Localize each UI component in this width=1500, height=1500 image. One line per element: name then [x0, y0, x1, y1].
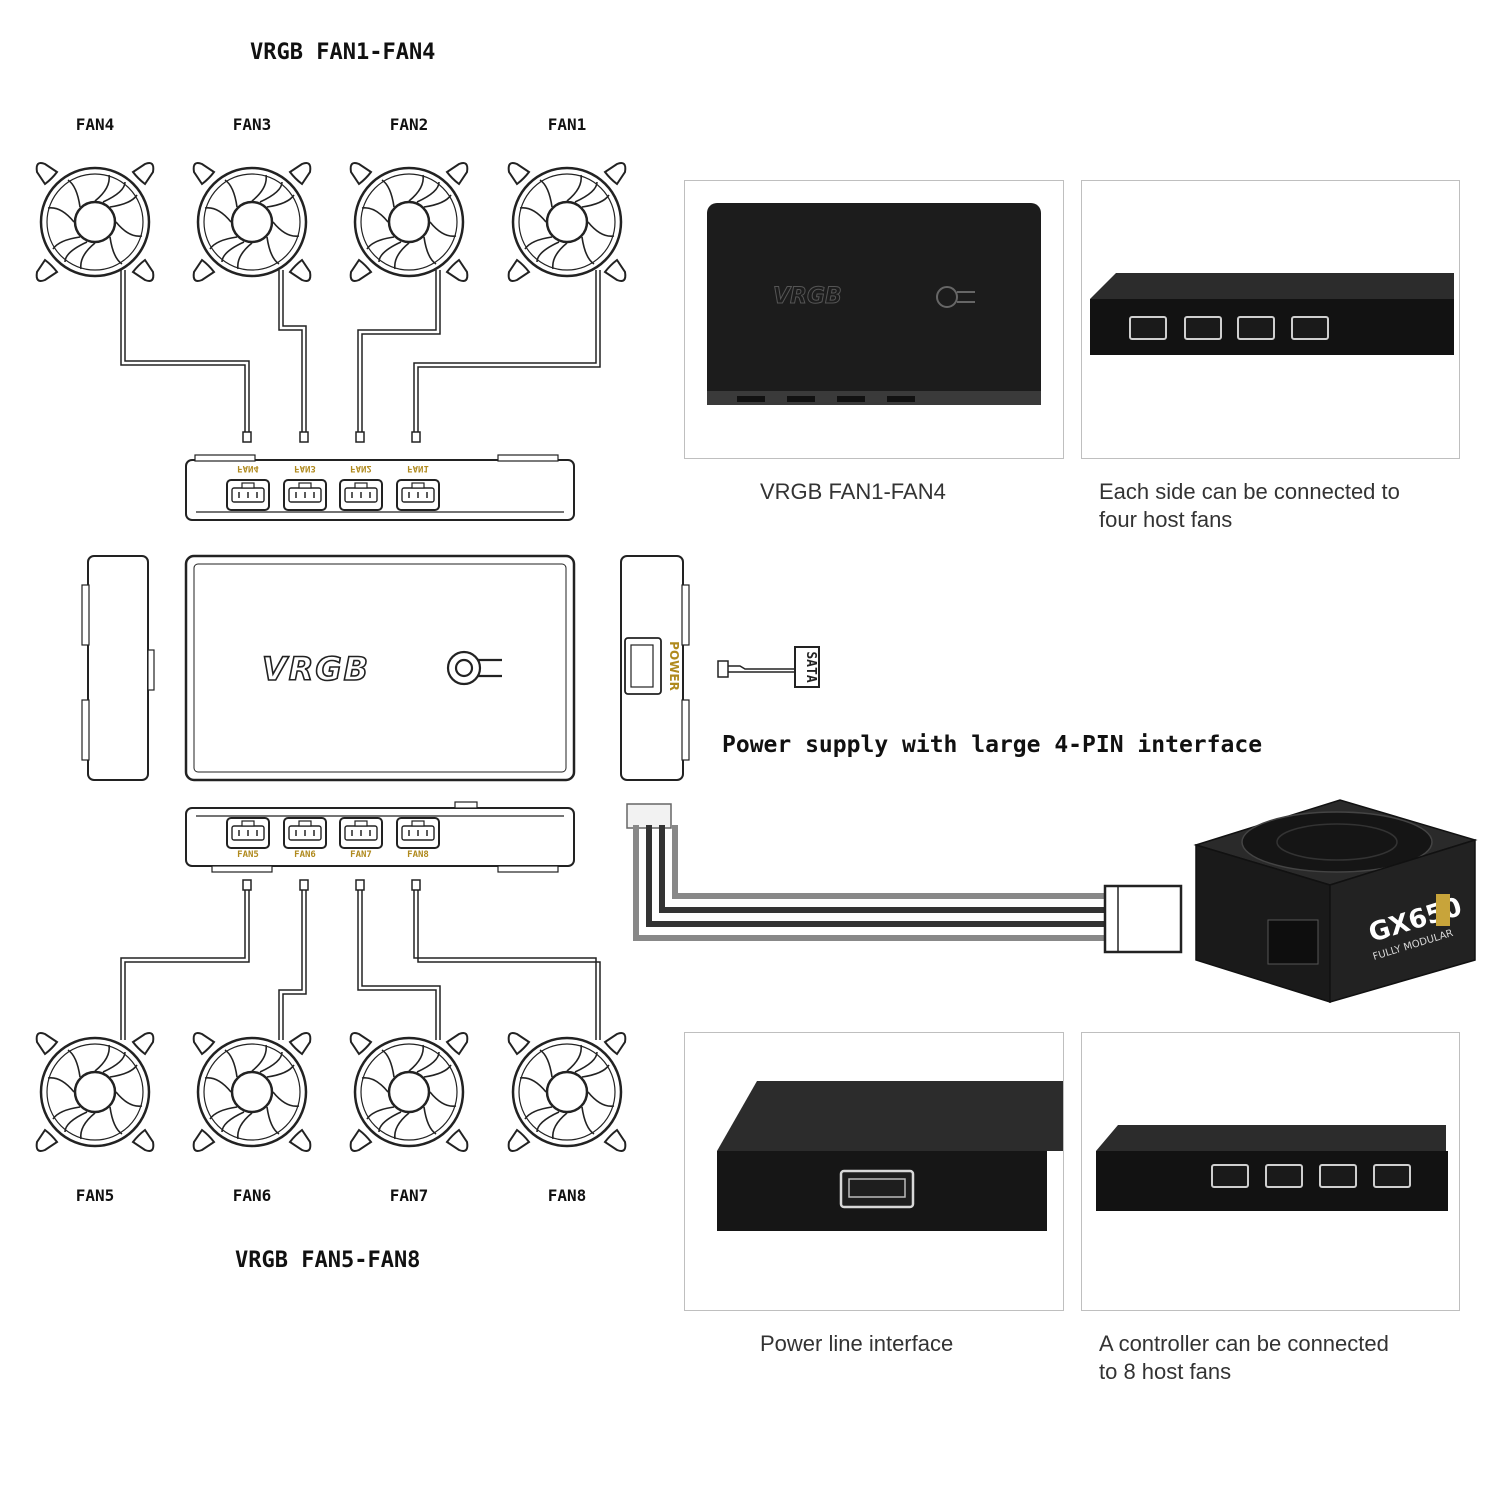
fan4-illustration — [35, 161, 155, 283]
hub-port-label-top: FAN3 — [294, 463, 316, 473]
fan-label-bottom: FAN8 — [547, 1186, 587, 1205]
hub-side-view-right: POWER — [620, 555, 690, 781]
sata-label: SATA — [803, 651, 818, 682]
hub-port-label-top: FAN4 — [237, 463, 259, 473]
hub-port-label-bottom: FAN8 — [407, 850, 429, 860]
top-fan-cables — [120, 270, 601, 443]
hub-side-view-bottom — [185, 801, 575, 873]
fan-label-bottom: FAN5 — [75, 1186, 115, 1205]
hub-port-label-top: FAN2 — [350, 463, 372, 473]
hub-side-view-left — [81, 555, 155, 781]
caption-panel2-line2: four host fans — [1099, 507, 1233, 532]
power-cable — [626, 803, 1183, 954]
hub-logo-text: VRGB — [262, 650, 370, 688]
sata-connector: SATA — [717, 646, 820, 688]
psu-illustration: GX650 FULLY MODULAR — [1193, 799, 1478, 1004]
hub-port-label-bottom: FAN7 — [350, 850, 372, 860]
caption-panel3: Power line interface — [760, 1331, 954, 1356]
power-interface-photo — [717, 1081, 1063, 1231]
controller-photo — [1096, 1125, 1448, 1211]
fan-diagram-top — [35, 161, 627, 283]
hub-port-label-top: FAN1 — [407, 463, 429, 473]
hub-top-photo: VRGB — [707, 203, 1041, 405]
diagram-title-bottom: VRGB FAN5-FAN8 — [235, 1248, 421, 1273]
fan6-illustration — [192, 1031, 312, 1153]
hub-port-label-bottom: FAN6 — [294, 850, 316, 860]
hub-side-view-top — [185, 454, 575, 521]
fan3-illustration — [192, 161, 312, 283]
svg-text:VRGB: VRGB — [773, 284, 842, 309]
hub-port-label-bottom: FAN5 — [237, 850, 259, 860]
caption-panel1: VRGB FAN1-FAN4 — [760, 479, 946, 504]
fan7-illustration — [349, 1031, 469, 1153]
photo-panel-controller — [1081, 1032, 1460, 1311]
hub-top-view: VRGB — [184, 554, 576, 782]
caption-panel4-line1: A controller can be connected — [1099, 1331, 1389, 1356]
fan-label-bottom: FAN7 — [389, 1186, 429, 1205]
fan8-illustration — [507, 1031, 627, 1153]
bottom-fan-cables — [120, 879, 601, 1040]
caption-panel2-line1: Each side can be connected to — [1099, 479, 1400, 504]
fan-label-top: FAN4 — [75, 115, 115, 134]
hub-brand-icon — [446, 650, 502, 686]
fan-label-top: FAN3 — [232, 115, 272, 134]
power-note: Power supply with large 4-PIN interface — [722, 732, 1263, 758]
fan-diagram-bottom — [35, 1031, 627, 1153]
hub-ports-photo — [1090, 273, 1454, 355]
fan-label-top: FAN2 — [389, 115, 429, 134]
caption-panel4-line2: to 8 host fans — [1099, 1359, 1232, 1384]
fan1-illustration — [507, 161, 627, 283]
fan2-illustration — [349, 161, 469, 283]
power-port-label: POWER — [667, 641, 681, 691]
fan-label-top: FAN1 — [547, 115, 587, 134]
fan-label-bottom: FAN6 — [232, 1186, 272, 1205]
photo-panel-power-interface — [684, 1032, 1064, 1311]
photo-panel-hub-top: VRGB — [684, 180, 1064, 459]
diagram-title-top: VRGB FAN1-FAN4 — [250, 40, 436, 65]
photo-panel-hub-ports — [1081, 180, 1460, 459]
fan5-illustration — [35, 1031, 155, 1153]
